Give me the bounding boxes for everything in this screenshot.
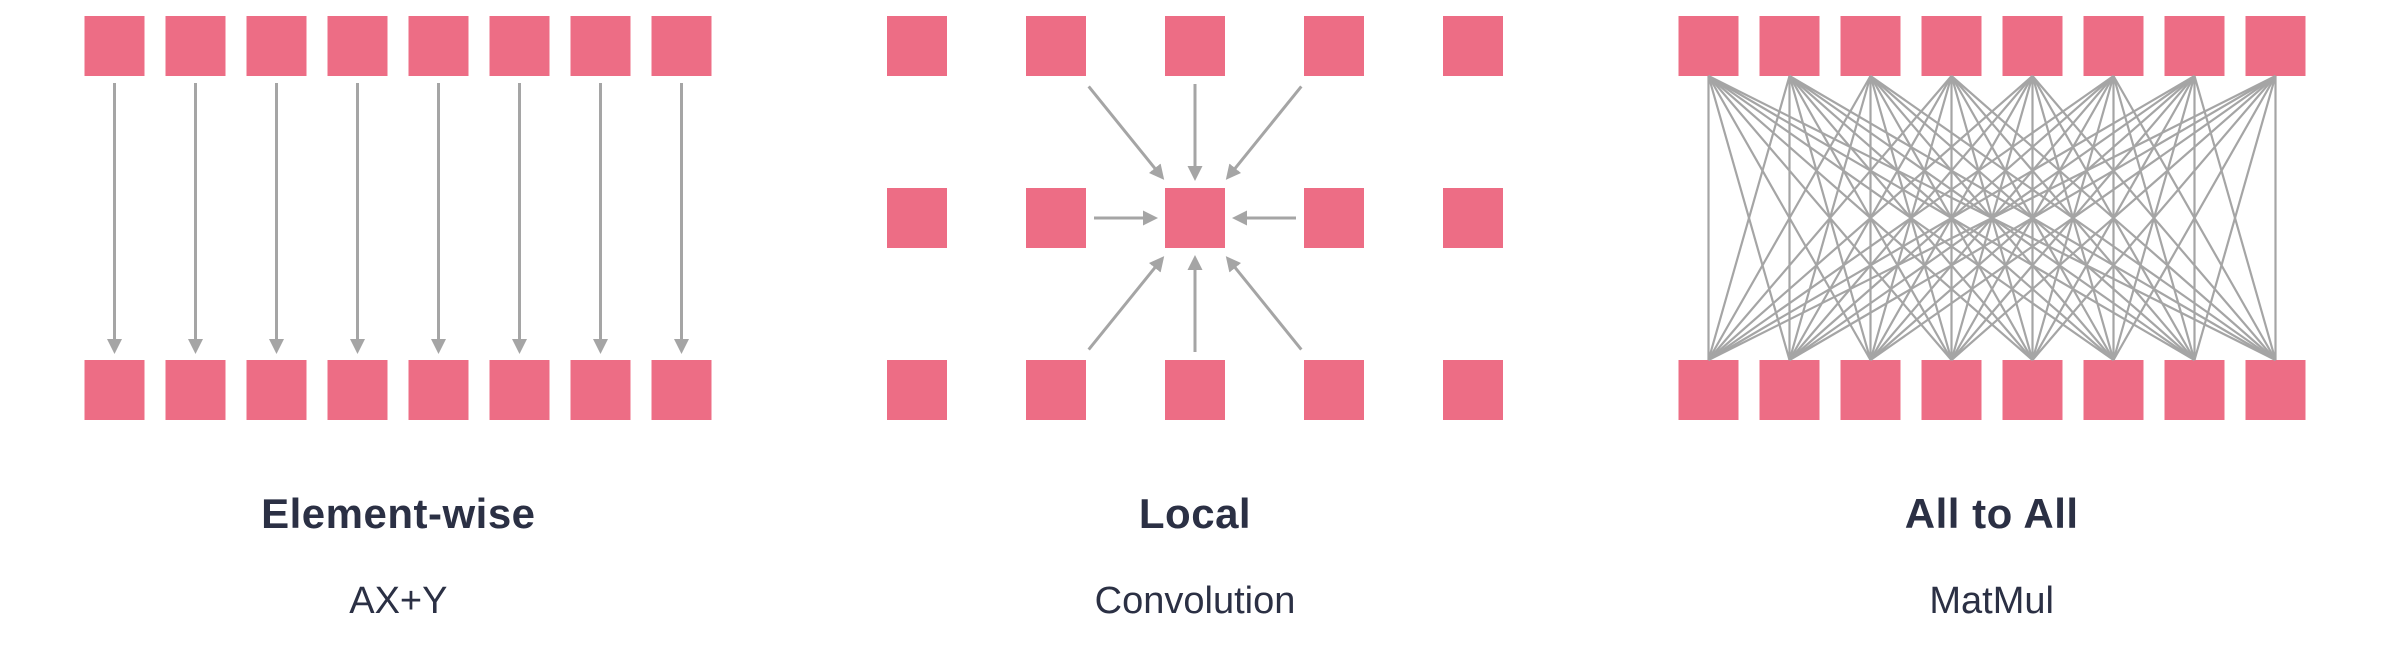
panel-title: Element-wise [261, 490, 536, 537]
connection-line [2031, 75, 2277, 361]
grid-square [1165, 16, 1225, 76]
grid-square [1026, 16, 1086, 76]
grid-square [84, 360, 145, 420]
grid-square [1304, 188, 1364, 248]
grid-square [1921, 16, 1982, 76]
neighbor-arrow [1225, 256, 1303, 351]
panel-all-to-all: All to All MatMul [1593, 8, 2390, 660]
neighbor-arrow [1087, 85, 1165, 180]
grid-square [1304, 360, 1364, 420]
neighbor-arrow [1087, 256, 1165, 351]
all-to-all-diagram [1678, 16, 2306, 420]
grid-square [408, 360, 469, 420]
grid-square [2164, 16, 2225, 76]
connection-line [1788, 75, 2276, 361]
connection-line [2193, 75, 2277, 361]
connection-line [2112, 75, 2277, 361]
grid-square [2002, 16, 2063, 76]
grid-square [1165, 188, 1225, 248]
connection-line [1869, 75, 2276, 361]
grid-square [2083, 16, 2144, 76]
grid-square [1840, 360, 1901, 420]
grid-square [570, 16, 631, 76]
grid-square [887, 16, 947, 76]
grid-square [2164, 360, 2225, 420]
connection-line [1707, 75, 2276, 361]
connection-line [1707, 75, 2114, 361]
panel-title: Local [1138, 490, 1252, 537]
grid-square [1678, 16, 1739, 76]
grid-square [2245, 360, 2306, 420]
panel-element-wise: Element-wise AX+Y [0, 8, 797, 660]
grid-square [165, 360, 226, 420]
grid-square [1921, 360, 1982, 420]
grid-square [489, 360, 550, 420]
grid-square [165, 16, 226, 76]
grid-square [246, 16, 307, 76]
grid-square [1443, 16, 1503, 76]
grid-square [887, 360, 947, 420]
panel-title: All to All [1904, 490, 2079, 537]
connection-line [1707, 75, 1791, 361]
grid-square [887, 188, 947, 248]
connection-line [1707, 75, 2033, 361]
grid-square [1840, 16, 1901, 76]
grid-square [1026, 360, 1086, 420]
grid-square [84, 16, 145, 76]
element-wise-diagram [84, 16, 712, 420]
grid-square [408, 16, 469, 76]
grid-square [327, 16, 388, 76]
panel-subtitle: MatMul [1929, 580, 2054, 622]
grid-square [1759, 16, 1820, 76]
grid-square [1165, 360, 1225, 420]
panel-subtitle: AX+Y [349, 580, 448, 622]
grid-square [327, 360, 388, 420]
grid-square [570, 360, 631, 420]
grid-square [1443, 360, 1503, 420]
grid-square [651, 360, 712, 420]
panel-local: Local Convolution [797, 8, 1594, 660]
grid-square [2245, 16, 2306, 76]
connection-line [1707, 75, 2195, 361]
connection-line [1707, 75, 1953, 361]
grid-square [2083, 360, 2144, 420]
grid-square [1443, 188, 1503, 248]
grid-square [489, 16, 550, 76]
grid-square [1026, 188, 1086, 248]
grid-square [1759, 360, 1820, 420]
grid-square [1304, 16, 1364, 76]
neighbor-arrow [1225, 85, 1303, 180]
grid-square [1678, 360, 1739, 420]
local-convolution-diagram [887, 16, 1503, 420]
grid-square [2002, 360, 2063, 420]
panel-subtitle: Convolution [1094, 580, 1296, 622]
connection-line [1950, 75, 2276, 361]
grid-square [651, 16, 712, 76]
grid-square [246, 360, 307, 420]
connection-line [1707, 75, 1872, 361]
